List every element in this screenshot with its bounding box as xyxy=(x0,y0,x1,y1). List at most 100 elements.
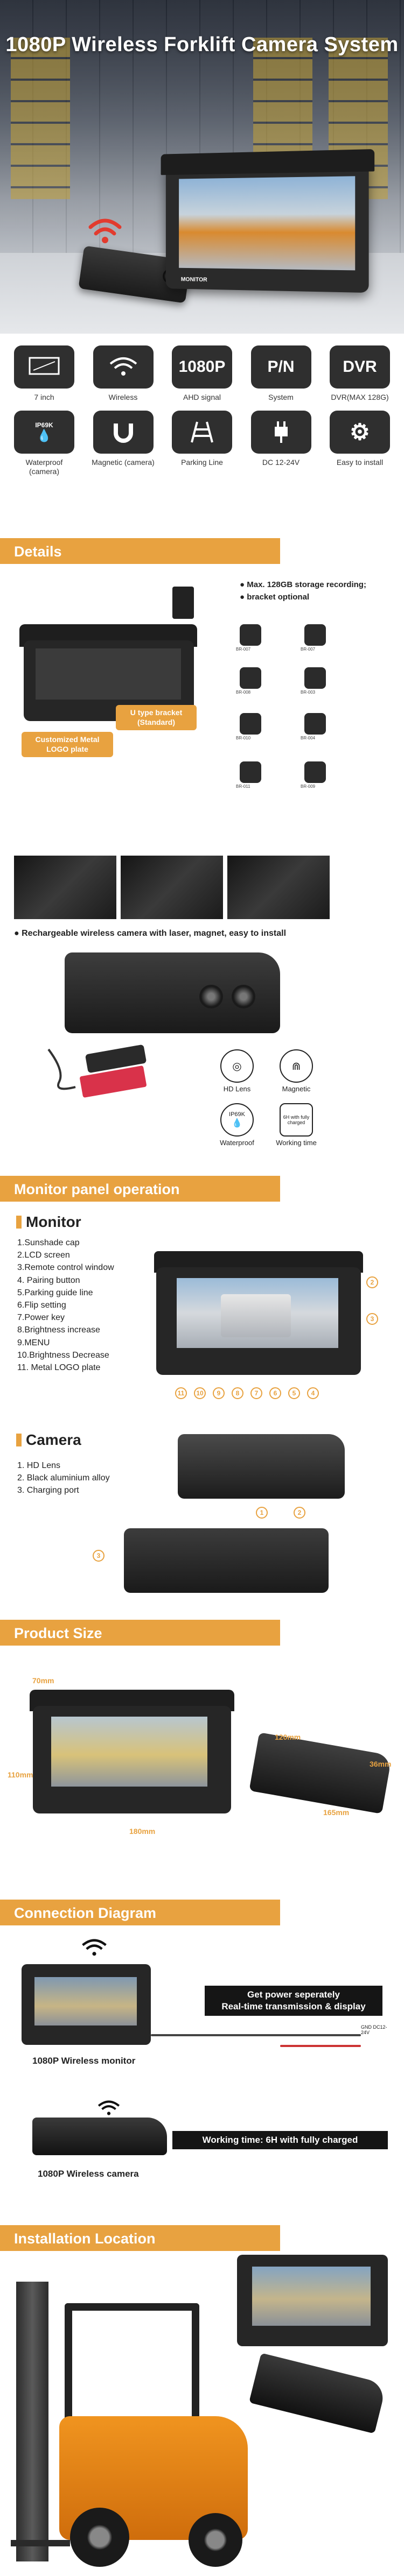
camera-heading: Camera xyxy=(16,1431,81,1449)
truck-image xyxy=(221,1294,291,1337)
callout-number: 8 xyxy=(232,1387,243,1399)
logo-plate-tag: Customized Metal LOGO plate xyxy=(22,732,113,757)
power-cable xyxy=(151,2034,361,2036)
monitor-size-icon xyxy=(14,345,74,389)
detail-thumbnails xyxy=(14,856,330,919)
camera-side-image xyxy=(124,1528,329,1593)
feature-7-inch: 7 inch xyxy=(12,345,76,402)
callout-number: 7 xyxy=(250,1387,262,1399)
bracket-option: BR-007 xyxy=(296,619,334,652)
battery-icon: 6H with fully charged xyxy=(280,1103,313,1137)
dimension-label: 165mm xyxy=(323,1808,350,1817)
camera-size-image xyxy=(249,1732,392,1814)
pn-system-icon: P/N xyxy=(250,345,311,389)
power-note: Get power seperately Real-time transmiss… xyxy=(205,1986,382,2016)
callout-number: 4 xyxy=(307,1387,319,1399)
working-time-note: Working time: 6H with fully charged xyxy=(172,2131,388,2150)
callout-number: 3 xyxy=(366,1313,378,1325)
feature-wireless: Wireless xyxy=(91,345,156,402)
hd-lens-badge: ◎HD Lens xyxy=(210,1049,264,1093)
callout-number: 10 xyxy=(194,1387,206,1399)
feature-install: ⚙Easy to install xyxy=(328,410,392,476)
wifi-signal-icon xyxy=(88,218,122,243)
installed-camera-image xyxy=(249,2353,387,2434)
monitor-size-image xyxy=(30,1690,234,1819)
callout-number: 11 xyxy=(175,1387,187,1399)
hero-title: 1080P Wireless Forklift Camera System xyxy=(5,33,399,56)
hero-banner: 1080P Wireless Forklift Camera System MO… xyxy=(0,0,404,334)
dimension-label: 110mm xyxy=(8,1770,33,1779)
feature-power: DC 12-24V xyxy=(249,410,314,476)
callout-number: 2 xyxy=(294,1507,305,1519)
section-header-details: Details xyxy=(0,538,280,564)
wifi-signal-icon xyxy=(97,2100,120,2115)
camera-caption: 1080P Wireless camera xyxy=(38,2169,139,2179)
bracket-option: BR-011 xyxy=(232,756,269,789)
wireless-camera-image xyxy=(32,2118,167,2155)
details-notes: ● Max. 128GB storage recording; ● bracke… xyxy=(240,580,366,602)
install-gear-icon: ⚙ xyxy=(330,410,390,454)
ahd-1080p-icon: 1080P xyxy=(172,345,232,389)
installed-monitor-image xyxy=(237,2255,388,2346)
section-header-product-size: Product Size xyxy=(0,1620,280,1646)
wireless-icon xyxy=(93,345,154,389)
monitor-brand: MONITOR xyxy=(180,276,207,284)
callout-number: 1 xyxy=(256,1507,268,1519)
dimension-label: 36mm xyxy=(370,1760,392,1768)
detail-thumbnail xyxy=(14,856,116,919)
camera-note: ● Rechargeable wireless camera with lase… xyxy=(14,929,287,938)
wifi-signal-icon xyxy=(82,1939,107,1956)
lens-icon: ◎ xyxy=(220,1049,254,1083)
callout-number: 6 xyxy=(269,1387,281,1399)
waterproof-icon: IP69K💧 xyxy=(14,410,74,454)
dimension-label: 180mm xyxy=(129,1827,156,1836)
callout-number: 5 xyxy=(288,1387,300,1399)
monitor-heading: Monitor xyxy=(16,1213,81,1231)
bracket-option: BR-009 xyxy=(296,756,334,789)
parking-line-icon xyxy=(172,410,232,454)
section-header-monitor-panel: Monitor panel operation xyxy=(0,1176,280,1202)
shelf-rack xyxy=(11,38,70,199)
callout-number: 3 xyxy=(93,1550,105,1562)
dvr-icon: DVR xyxy=(330,345,390,389)
monitor-screen xyxy=(179,176,356,271)
monitor-caption: 1080P Wireless monitor xyxy=(32,2056,136,2066)
monitor-parts-list: 1.Sunshade cap 2.LCD screen 3.Remote con… xyxy=(17,1238,114,1372)
callout-number: 9 xyxy=(213,1387,225,1399)
section-header-connection: Connection Diagram xyxy=(0,1900,280,1925)
monitor-detail-image xyxy=(16,587,199,721)
bracket-option: BR-007 xyxy=(232,619,269,652)
detail-thumbnail xyxy=(227,856,330,919)
section-header-installation: Installation Location xyxy=(0,2225,280,2251)
dimension-label: 70mm xyxy=(32,1676,54,1685)
monitor-panel-image xyxy=(154,1251,366,1375)
camera-accessories-image xyxy=(47,1044,147,1098)
waterproof-icon: IP69K💧 xyxy=(220,1103,254,1137)
callout-number: 2 xyxy=(366,1276,378,1288)
magnetic-badge: ⋒Magnetic xyxy=(269,1049,323,1093)
bracket-option: BR-004 xyxy=(296,708,334,740)
detail-thumbnail xyxy=(121,856,223,919)
wireless-monitor-image xyxy=(22,1964,151,2045)
bracket-option: BR-003 xyxy=(296,662,334,695)
feature-magnetic: Magnetic (camera) xyxy=(91,410,156,476)
camera-detail-image xyxy=(65,952,280,1033)
feature-parking-line: Parking Line xyxy=(170,410,234,476)
waterproof-badge: IP69K💧Waterproof xyxy=(210,1103,264,1147)
feature-waterproof: IP69K💧Waterproof (camera) xyxy=(12,410,76,476)
dimension-label: 120mm xyxy=(275,1733,301,1741)
camera-parts-list: 1. HD Lens 2. Black aluminium alloy 3. C… xyxy=(17,1461,110,1495)
bracket-option: BR-008 xyxy=(232,662,269,695)
monitor-image: MONITOR xyxy=(161,149,375,293)
power-cable xyxy=(280,2045,361,2047)
u-bracket-tag: U type bracket (Standard) xyxy=(116,705,197,730)
camera-front-image xyxy=(178,1434,345,1499)
power-plug-icon xyxy=(250,410,311,454)
power-label: GND DC12-24V xyxy=(361,2024,387,2035)
magnet-icon xyxy=(93,410,154,454)
